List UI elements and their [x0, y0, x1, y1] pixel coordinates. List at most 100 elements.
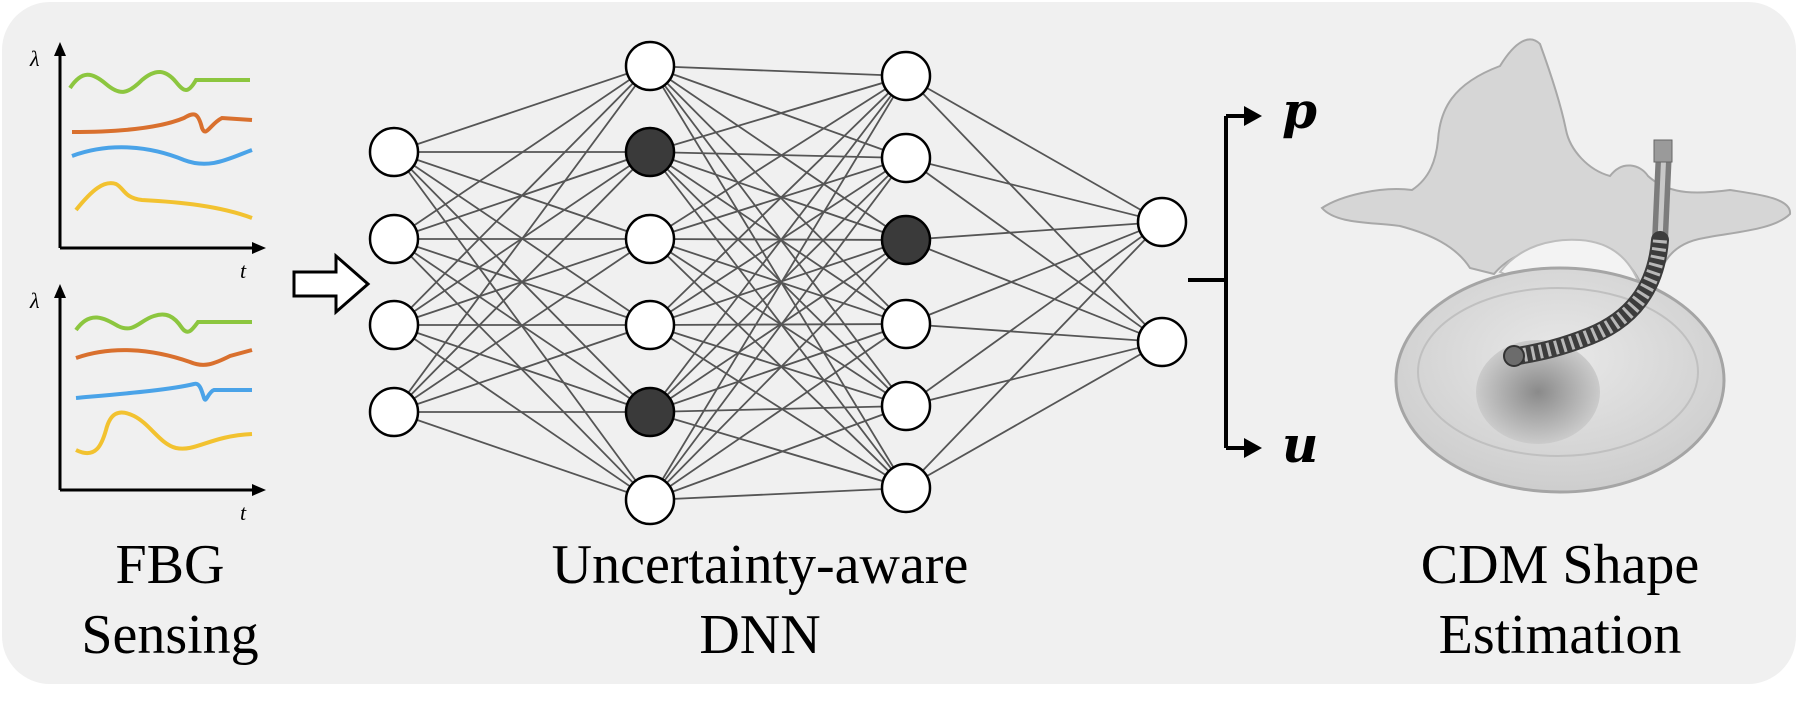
network-edge [649, 151, 907, 407]
network-edge [649, 157, 907, 413]
cdm-shaft-highlight [1657, 149, 1667, 241]
x-axis-label: t [240, 258, 247, 283]
y-axis-arrow-icon [54, 42, 66, 56]
neuron [880, 132, 932, 184]
network-edge [393, 65, 651, 153]
network-edge [393, 238, 651, 413]
network-edge [649, 324, 907, 489]
cdm-tip [1503, 345, 1525, 367]
dnn-caption-line2: DNN [699, 604, 821, 666]
cdm-caption-line2: Estimation [1438, 604, 1682, 666]
neuron [1136, 196, 1188, 248]
neuron [624, 213, 676, 265]
network-edge [905, 323, 1163, 343]
fbg-signal-4 [75, 410, 253, 456]
network-edge [649, 157, 907, 501]
network-edge [905, 341, 1163, 407]
cdm-proximal-tube [1653, 139, 1673, 163]
network-edge [905, 221, 1163, 489]
p-arrow-icon [1244, 106, 1262, 126]
fbg-signal-4 [74, 181, 253, 220]
network-edge [649, 157, 907, 326]
neuron [624, 299, 676, 351]
output-u-label: u [1282, 415, 1318, 474]
neuron [880, 462, 932, 514]
network-edge [649, 151, 907, 159]
network-edge [649, 238, 907, 241]
cdm-caption: CDM Shape Estimation [1360, 530, 1760, 670]
network-edge [649, 324, 907, 407]
drilled-cavity [1476, 340, 1600, 444]
network-edge [649, 487, 907, 501]
network-edge [905, 221, 1163, 241]
input-arrow-icon [292, 252, 371, 316]
network-edge [649, 323, 907, 501]
network-connections [393, 65, 1163, 501]
network-edge [905, 341, 1163, 489]
y-axis-label: λ [29, 46, 40, 71]
network-edge [649, 65, 907, 77]
network-edge [649, 157, 907, 240]
network-edge [649, 75, 907, 501]
neuron [368, 299, 420, 351]
network-edge [649, 75, 907, 413]
output-bracket: p u [1188, 81, 1318, 474]
neuron-dropped [624, 386, 676, 438]
network-edge [649, 323, 907, 413]
network-edge [393, 65, 651, 326]
fbg-signal-3 [75, 381, 252, 402]
fbg-plot-bottom: λ t [29, 284, 266, 525]
network-edge [649, 75, 907, 153]
dnn-caption-line1: Uncertainty-aware [551, 534, 969, 596]
network-edge [649, 151, 907, 241]
x-axis-arrow-icon [252, 242, 266, 254]
network-edge [649, 65, 907, 159]
network-edge [649, 405, 907, 501]
network-edge [649, 239, 907, 501]
network-edge [649, 151, 907, 489]
network-edge [649, 238, 907, 489]
network-edge [649, 151, 907, 325]
network-edge [649, 65, 907, 489]
network-edge [393, 238, 651, 501]
fbg-caption-line2: Sensing [81, 604, 259, 666]
y-axis-label: λ [29, 288, 40, 313]
x-axis-label: t [240, 500, 247, 525]
network-edge [905, 221, 1163, 325]
y-axis-arrow-icon [54, 284, 66, 298]
dnn-caption: Uncertainty-aware DNN [480, 530, 1040, 670]
network-edge [649, 411, 907, 489]
network-edge [649, 75, 907, 326]
network-edge [393, 65, 651, 240]
vertebral-body-rim [1417, 287, 1699, 457]
network-edge [649, 75, 907, 240]
network-edge [905, 75, 1163, 343]
network-edge [905, 157, 1163, 343]
network-edge [649, 65, 907, 325]
neuron [368, 126, 420, 178]
fbg-plot-top: λ t [29, 42, 266, 283]
network-neurons [368, 40, 1188, 526]
neuron [368, 213, 420, 265]
neuron [880, 298, 932, 350]
fbg-signal-3 [71, 145, 253, 166]
network-edge [649, 323, 907, 326]
network-edge [905, 157, 1163, 223]
u-arrow-icon [1244, 438, 1262, 458]
neuron [1136, 316, 1188, 368]
neuron [880, 50, 932, 102]
network-edge [905, 239, 1163, 343]
fbg-signal-2 [71, 112, 253, 134]
neuron-dropped [624, 126, 676, 178]
network-edge [393, 411, 651, 501]
network-edge [393, 65, 651, 413]
fbg-caption: FBG Sensing [40, 530, 300, 670]
output-p-label: p [1282, 81, 1317, 140]
network-edge [649, 238, 907, 407]
x-axis-arrow-icon [252, 484, 266, 496]
fbg-signal-1 [68, 70, 250, 94]
fbg-caption-line1: FBG [115, 534, 225, 596]
neuron [880, 380, 932, 432]
neuron-dropped [880, 214, 932, 266]
